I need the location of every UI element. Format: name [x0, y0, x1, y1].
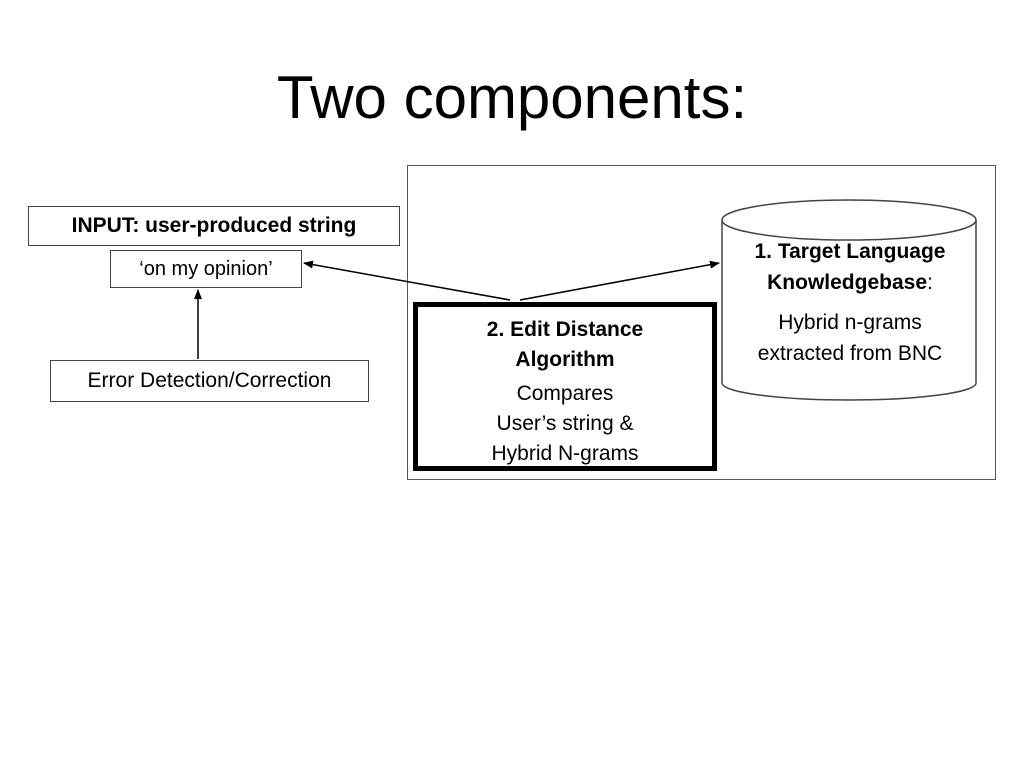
algorithm-body-line3: Hybrid N-grams — [491, 442, 639, 465]
algorithm-body-line1: Compares — [516, 382, 614, 405]
input-box: INPUT: user-produced string — [28, 206, 400, 246]
knowledgebase-description: Hybrid n-grams extracted from BNC — [722, 307, 978, 369]
algorithm-body-line2: User’s string & — [496, 412, 634, 435]
knowledgebase-title-line2-wrapper: Knowledgebase: — [722, 267, 978, 298]
example-string-text: ‘on my opinion’ — [139, 258, 273, 280]
algorithm-title: 2. Edit Distance Algorithm — [418, 315, 712, 375]
input-box-label: INPUT: user-produced string — [71, 214, 357, 237]
knowledgebase-text: 1. Target Language Knowledgebase: Hybrid… — [722, 236, 978, 369]
knowledgebase-title-suffix: : — [927, 271, 933, 294]
algorithm-title-line2: Algorithm — [515, 348, 615, 371]
knowledgebase-title-line2: Knowledgebase — [767, 271, 928, 294]
knowledgebase-title-line1: 1. Target Language — [754, 240, 946, 263]
error-detection-label: Error Detection/Correction — [87, 369, 332, 392]
slide-title: Two components: — [276, 64, 748, 131]
error-detection-box: Error Detection/Correction — [50, 360, 369, 402]
knowledgebase-body-line2: extracted from BNC — [757, 342, 943, 365]
algorithm-description: Compares User’s string & Hybrid N-grams — [418, 379, 712, 469]
edit-distance-algorithm-box: 2. Edit Distance Algorithm Compares User… — [413, 302, 717, 471]
algorithm-title-line1: 2. Edit Distance — [486, 318, 644, 341]
components-container — [407, 165, 996, 480]
knowledgebase-body-line1: Hybrid n-grams — [778, 311, 922, 334]
knowledgebase-title: 1. Target Language Knowledgebase: — [722, 236, 978, 298]
example-string-box: ‘on my opinion’ — [110, 250, 302, 288]
